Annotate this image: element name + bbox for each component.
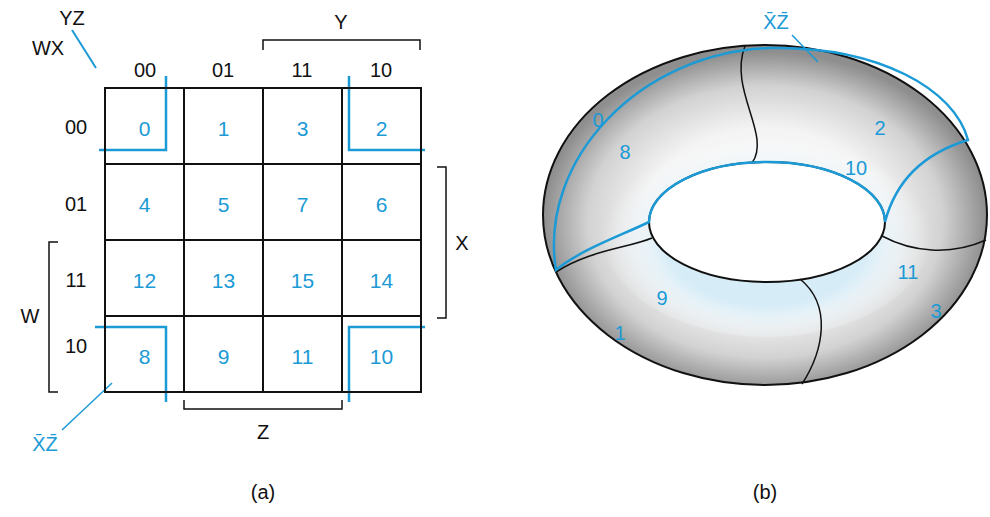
leader-line <box>792 35 818 62</box>
diagonal-divider <box>72 30 96 68</box>
variable-name: W <box>21 306 40 326</box>
cell-number: 10 <box>845 158 867 178</box>
column-header: 00 <box>134 60 156 80</box>
kmap-cell: 1 <box>183 87 264 165</box>
cell-number: 7 <box>297 187 309 217</box>
cell-number: 2 <box>874 118 885 138</box>
torus-body <box>543 45 987 385</box>
axis-name: YZ <box>59 8 85 28</box>
kmap-cell: 13 <box>183 239 264 317</box>
cell-number: 9 <box>656 288 667 308</box>
cell-number: 9 <box>218 339 230 369</box>
kmap-cell: 0 <box>104 87 185 165</box>
axis-name: WX <box>32 38 64 58</box>
cell-number: 4 <box>139 187 151 217</box>
cell-number: 0 <box>592 110 603 130</box>
w-bracket <box>49 242 58 392</box>
kmap-cell: 9 <box>183 315 264 393</box>
kmap-cell: 6 <box>341 163 422 241</box>
cell-number: 10 <box>370 339 393 369</box>
x-bracket <box>437 167 446 318</box>
kmap-cell: 8 <box>104 315 185 393</box>
group-corner-marks <box>95 76 425 402</box>
column-header: 10 <box>370 60 392 80</box>
kmap-cell: 14 <box>341 239 422 317</box>
cell-number: 11 <box>292 339 314 369</box>
column-header: 11 <box>292 60 313 80</box>
y-bracket <box>263 40 420 50</box>
cell-number: 3 <box>297 111 309 141</box>
kmap-cell: 7 <box>262 163 343 241</box>
group-outline <box>554 48 968 270</box>
kmap-cell: 15 <box>262 239 343 317</box>
kmap-cell: 10 <box>341 315 422 393</box>
kmap-cell: 12 <box>104 239 185 317</box>
segment-dividers <box>556 46 986 384</box>
cell-number: 1 <box>614 323 625 343</box>
kmap-cell: 11 <box>262 315 343 393</box>
cell-number: 14 <box>370 263 393 293</box>
row-header: 00 <box>65 117 87 137</box>
panel-label: (a) <box>251 482 275 502</box>
kmap-cell: 4 <box>104 163 185 241</box>
torus-highlight <box>602 127 932 337</box>
cell-number: 2 <box>376 111 388 141</box>
cell-number: 5 <box>218 187 230 217</box>
cell-number: 8 <box>619 142 630 162</box>
variable-name: Y <box>334 12 347 32</box>
cell-number: 3 <box>930 301 941 321</box>
group-label: X̄Z̄ <box>32 434 58 454</box>
cell-number: 1 <box>218 111 230 141</box>
kmap-cell: 5 <box>183 163 264 241</box>
cell-number: 11 <box>898 262 919 282</box>
cell-number: 0 <box>139 111 151 141</box>
row-header: 01 <box>65 194 87 214</box>
row-header: 10 <box>65 336 87 356</box>
group-label: X̄Z̄ <box>763 12 789 32</box>
variable-name: X <box>455 233 468 253</box>
kmap-cell: 2 <box>341 87 422 165</box>
panel-label: (b) <box>753 482 777 502</box>
cell-number: 6 <box>376 187 388 217</box>
variable-name: Z <box>257 422 269 442</box>
cell-number: 8 <box>139 339 151 369</box>
cell-number: 13 <box>212 263 235 293</box>
z-bracket <box>184 400 342 409</box>
cell-number: 15 <box>291 263 314 293</box>
cell-number: 12 <box>133 263 156 293</box>
column-header: 01 <box>212 60 234 80</box>
row-header: 11 <box>66 270 87 290</box>
kmap-cell: 3 <box>262 87 343 165</box>
